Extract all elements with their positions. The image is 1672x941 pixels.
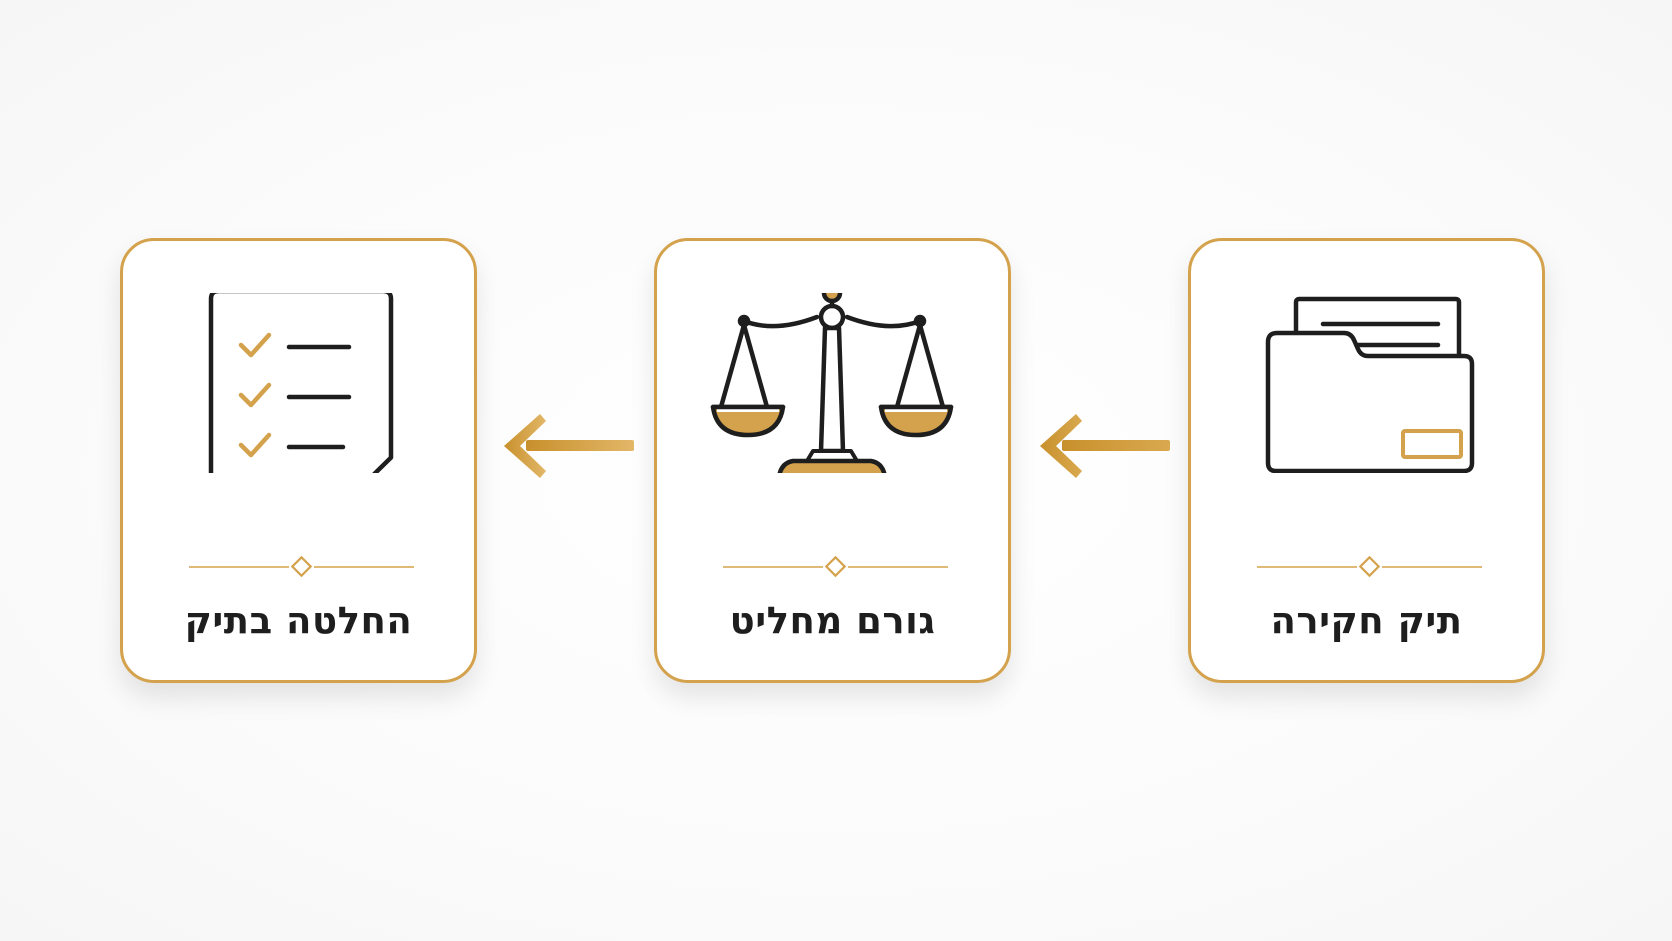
folder-document-icon bbox=[1265, 296, 1475, 473]
step-card-case-decision: החלטה בתיק bbox=[120, 238, 477, 683]
arrow-left-icon bbox=[504, 414, 634, 478]
arrow-left-icon bbox=[1040, 414, 1170, 478]
checklist-document-icon bbox=[208, 293, 394, 473]
step-label: תיק חקירה bbox=[1270, 599, 1463, 642]
step-card-deciding-authority: גורם מחליט bbox=[654, 238, 1011, 683]
scales-of-justice-icon bbox=[710, 293, 954, 473]
step-label: גורם מחליט bbox=[729, 599, 936, 642]
divider-ornament bbox=[723, 556, 948, 578]
step-card-investigation-file: תיק חקירה bbox=[1188, 238, 1545, 683]
step-label: החלטה בתיק bbox=[184, 599, 413, 642]
divider-ornament bbox=[189, 556, 414, 578]
divider-ornament bbox=[1257, 556, 1482, 578]
